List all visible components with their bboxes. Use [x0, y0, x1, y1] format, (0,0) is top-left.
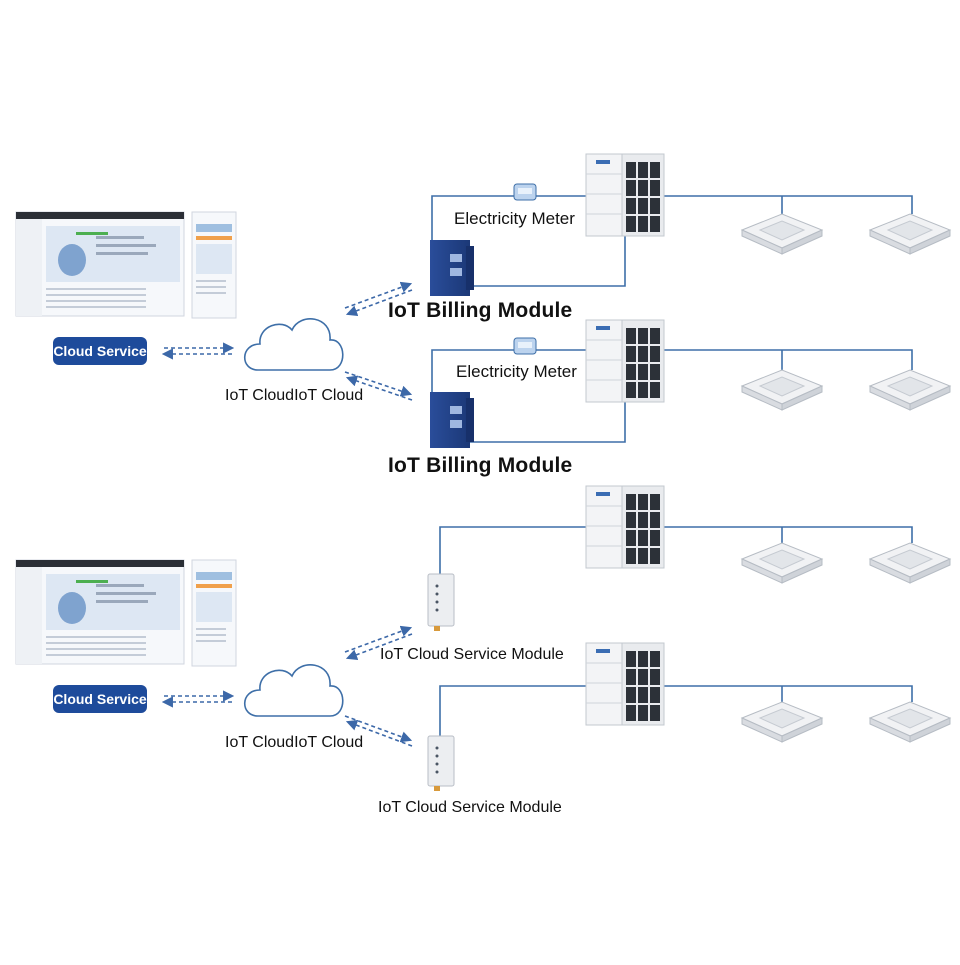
indoor-cassette-unit	[740, 701, 824, 743]
iot-cloud-label: IoT CloudIoT Cloud	[225, 387, 364, 404]
outdoor-unit	[585, 642, 665, 726]
electricity-meter-icon	[513, 337, 537, 355]
electricity-meter-label: Electricity Meter	[456, 362, 577, 381]
wiring-row-3	[439, 526, 913, 574]
indoor-cassette-unit	[740, 369, 824, 411]
indoor-cassette-unit	[868, 542, 952, 584]
outdoor-unit	[585, 153, 665, 237]
cloud-icon	[243, 664, 344, 717]
iot-billing-module-label: IoT Billing Module	[388, 454, 573, 477]
cloud-service-module-device	[427, 573, 455, 631]
billing-module-device	[430, 240, 474, 296]
iot-billing-module-label: IoT Billing Module	[388, 299, 573, 322]
cloud-service-button[interactable]: Cloud Service	[53, 685, 147, 713]
indoor-cassette-unit	[740, 213, 824, 255]
iot-cloud-service-module-label: IoT Cloud Service Module	[380, 646, 564, 663]
hvac-units	[585, 153, 952, 743]
electricity-meter-label: Electricity Meter	[454, 209, 575, 228]
billing-module-device	[430, 392, 474, 448]
dashed-links	[161, 281, 413, 401]
cloud-service-button[interactable]: Cloud Service	[53, 337, 147, 365]
wiring-row-4	[439, 685, 913, 736]
dashed-links	[161, 625, 413, 747]
indoor-cassette-unit	[868, 369, 952, 411]
outdoor-unit	[585, 319, 665, 403]
indoor-cassette-unit	[740, 542, 824, 584]
indoor-cassette-unit	[868, 213, 952, 255]
electricity-meter-icon	[513, 183, 537, 201]
iot-cloud-label: IoT CloudIoT Cloud	[225, 734, 364, 751]
cloud-service-module-device	[427, 735, 455, 791]
iot-cloud-service-module-label: IoT Cloud Service Module	[378, 799, 562, 816]
dashboard-screenshot	[15, 559, 237, 667]
outdoor-unit	[585, 485, 665, 569]
indoor-cassette-unit	[868, 701, 952, 743]
cloud-icon	[243, 318, 344, 371]
dashboard-screenshot	[15, 211, 237, 319]
